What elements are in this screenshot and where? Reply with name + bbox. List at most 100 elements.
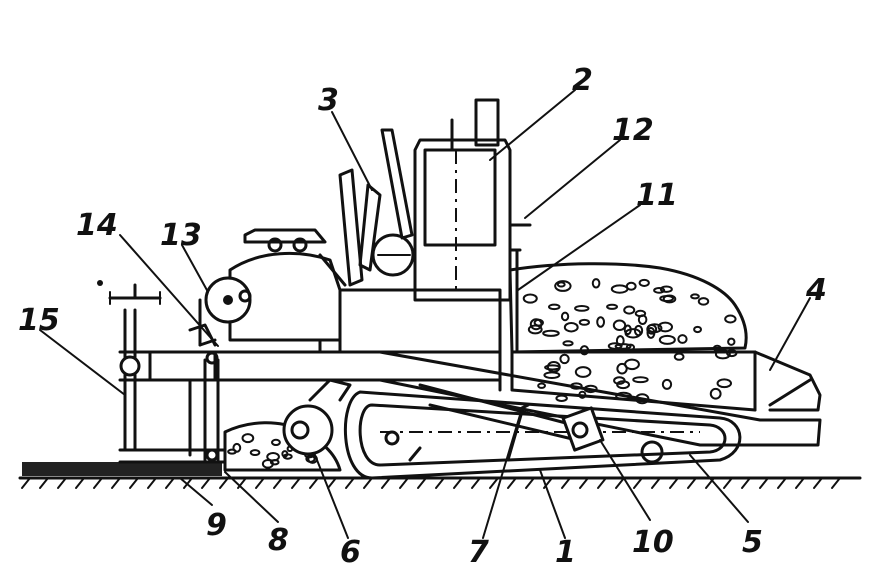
ground-hatch [759, 477, 769, 489]
hydraulic-cylinder [418, 383, 605, 462]
aggregate-stone [607, 342, 623, 350]
operator-cab [413, 98, 532, 352]
ground-hatch [795, 477, 805, 489]
control-levers [338, 128, 415, 287]
aggregate-stone [554, 280, 572, 292]
ground-hatch [381, 477, 391, 489]
hopper-front [753, 350, 822, 412]
aggregate-stone [527, 324, 543, 335]
ground-hatch [651, 477, 661, 489]
ground-hatch [39, 477, 49, 489]
aggregate-stone [697, 297, 710, 306]
aggregate-stone [624, 358, 640, 371]
aggregate-stone [657, 321, 674, 333]
aggregate-stone [714, 349, 731, 360]
leader-lines [39, 89, 811, 539]
ground-hatch [363, 477, 373, 489]
aggregate-stone [638, 278, 650, 287]
aggregate-stone [574, 305, 590, 312]
ground-hatch [777, 477, 787, 489]
aggregate-stone [546, 360, 561, 373]
aggregate-stone [614, 343, 632, 350]
ground-hatch [291, 477, 301, 489]
label-13: 13 [160, 218, 202, 253]
aggregate-stone [616, 380, 631, 390]
aggregate-stone [591, 278, 601, 289]
laid-layer [22, 462, 222, 476]
aggregate-stone [709, 387, 722, 400]
label-14: 14 [76, 208, 118, 243]
material-in-hopper [508, 262, 757, 412]
ground-hatch [525, 477, 535, 489]
ground-hatch [579, 477, 589, 489]
ground-hatch [111, 477, 121, 489]
ground-hatch [633, 477, 643, 489]
label-1: 1 [555, 535, 576, 570]
aggregate-stone [610, 284, 629, 294]
ground-hatch [687, 477, 697, 489]
aggregate-stone [522, 293, 538, 304]
aggregate-stone [579, 345, 590, 356]
ground-hatch [723, 477, 733, 489]
aggregate-stone [693, 325, 702, 334]
aggregate-stone [227, 448, 237, 455]
ground-hatch [417, 477, 427, 489]
label-11: 11 [636, 178, 678, 213]
aggregate-stone [612, 319, 627, 331]
aggregate-stone [661, 378, 673, 390]
aggregate-stone [559, 353, 570, 365]
label-5: 5 [742, 525, 763, 560]
ground-hatch [615, 477, 625, 489]
ground-hatch [57, 477, 67, 489]
ground-hatch [273, 477, 283, 489]
ground-hatch [93, 477, 103, 489]
aggregate-stone [658, 334, 676, 345]
aggregate-stone [271, 438, 281, 447]
aggregate-stone [578, 318, 590, 326]
label-8: 8 [268, 523, 289, 558]
aggregate-stone [562, 340, 574, 347]
label-2: 2 [572, 63, 593, 98]
aggregate-stone [673, 352, 685, 361]
aggregate-stone [653, 287, 666, 294]
ground-hatch [75, 477, 85, 489]
aggregate-stone [677, 334, 688, 344]
ground-hatch [471, 477, 481, 489]
aggregate-stone [659, 294, 675, 303]
ground-hatch [309, 477, 319, 489]
ground-hatch [183, 477, 193, 489]
ground-hatch [201, 477, 211, 489]
aggregate-stone [529, 318, 543, 331]
ground-hatch [21, 477, 31, 489]
aggregate-stone [634, 309, 647, 318]
ground-hatch [399, 477, 409, 489]
aggregate-stone [632, 376, 649, 384]
ground-hatch [561, 477, 571, 489]
ground-hatch [489, 477, 499, 489]
aggregate-stone [282, 453, 293, 460]
ground-hatch [255, 477, 265, 489]
aggregate-stone [537, 382, 547, 389]
aggregate-stone [727, 337, 736, 346]
aggregate-stone [596, 316, 606, 328]
ground-hatch [813, 477, 823, 489]
push-roller [282, 378, 352, 456]
aggregate-stone [624, 328, 642, 339]
aggregate-stone [547, 303, 561, 311]
ground-hatch [327, 477, 337, 489]
ground [18, 476, 862, 489]
aggregate-stone [646, 326, 656, 339]
engine-hood [228, 228, 347, 342]
aggregate-stone [724, 314, 737, 324]
aggregate-stone [623, 305, 636, 315]
crawler-track [343, 390, 742, 480]
label-7: 7 [468, 535, 489, 570]
label-9: 9 [206, 508, 227, 543]
aggregate-stone [690, 293, 700, 300]
label-15: 15 [18, 303, 60, 338]
ground-hatch [219, 477, 229, 489]
label-6: 6 [340, 535, 361, 570]
label-4: 4 [805, 273, 827, 308]
